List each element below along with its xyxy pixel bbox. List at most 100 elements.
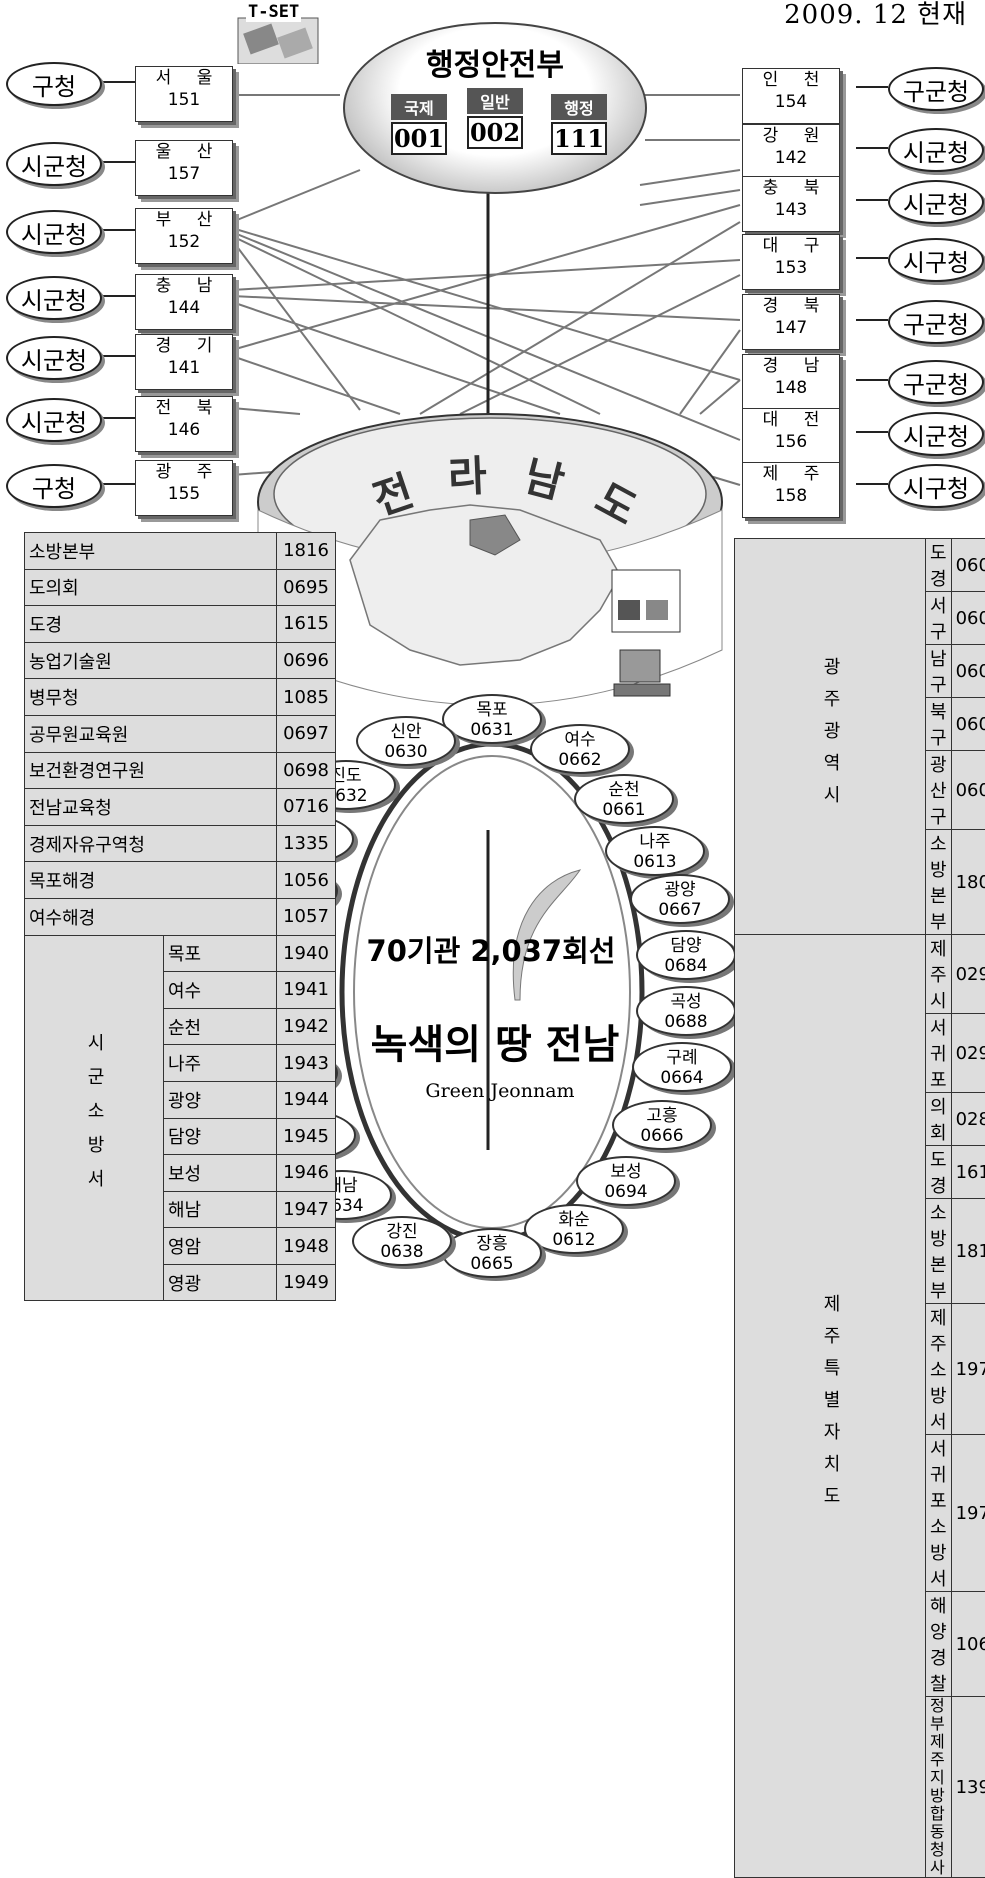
center-title: 70기관 2,037회선 xyxy=(336,928,646,970)
date-label: 2009. 12 현재 xyxy=(784,0,967,31)
region-name: 대 전 xyxy=(753,409,839,431)
row-name: 제주소방서 xyxy=(926,1304,952,1435)
row-code: 1942 xyxy=(277,1008,336,1045)
left-agency: 구청 xyxy=(6,464,102,508)
region-code: 141 xyxy=(136,357,232,379)
region-name: 충 남 xyxy=(146,275,232,297)
svg-text:전라남도: 전라남도 xyxy=(367,450,675,551)
row-code: 1057 xyxy=(277,898,336,935)
row-name: 순천 xyxy=(164,1008,277,1045)
hub-tab-admin: 행정 111 xyxy=(551,94,607,155)
row-name: 의회 xyxy=(926,1093,952,1146)
region-code: 154 xyxy=(743,91,839,113)
city-name: 구례 xyxy=(634,1048,730,1068)
region-name: 경 북 xyxy=(753,295,839,317)
region-code: 155 xyxy=(136,483,232,505)
row-code: 1335 xyxy=(277,825,336,862)
right-agency: 시군청 xyxy=(888,412,984,456)
row-code: 0602 xyxy=(951,592,985,645)
row-code: 1805 xyxy=(951,830,985,935)
slogan: 녹색의 땅 전남 xyxy=(370,1012,620,1070)
right-agency: 시구청 xyxy=(888,238,984,282)
hub-tab-label: 국제 xyxy=(391,94,447,120)
hub-tab-code: 002 xyxy=(467,116,523,149)
row-code: 1947 xyxy=(277,1191,336,1228)
city-name: 여수 xyxy=(532,730,628,750)
group-label: 시군소방서 xyxy=(25,935,164,1301)
row-name: 도경 xyxy=(926,539,952,592)
region-code: 144 xyxy=(136,297,232,319)
row-name: 도의회 xyxy=(25,569,277,606)
row-name: 병무청 xyxy=(25,679,277,716)
region-name: 전 북 xyxy=(146,397,232,419)
city-code: 0613 xyxy=(607,852,703,872)
hub-tab-label: 일반 xyxy=(467,88,523,114)
row-name: 광산구 xyxy=(926,751,952,830)
row-name: 소방본부 xyxy=(926,830,952,935)
row-code: 0603 xyxy=(951,645,985,698)
satellite-icon: T-SET xyxy=(232,4,324,64)
row-name: 전남교육청 xyxy=(25,789,277,826)
city-name: 나주 xyxy=(607,832,703,852)
row-name: 소방본부 xyxy=(25,533,277,570)
hub-tab-label: 행정 xyxy=(551,94,607,120)
row-code: 1946 xyxy=(277,1155,336,1192)
region-name: 부 산 xyxy=(146,209,232,231)
right-directory-table: 광주광역시도경0601 서구0602 남구0603 북구0604 광산구0605… xyxy=(734,538,985,1878)
row-name: 나주 xyxy=(164,1045,277,1082)
row-name: 도경 xyxy=(926,1146,952,1199)
right-agency: 시군청 xyxy=(888,180,984,224)
city-name: 장흥 xyxy=(444,1234,540,1254)
region-code: 148 xyxy=(743,377,839,399)
city-name: 목포 xyxy=(444,700,540,720)
map-label-text: 전라남도 xyxy=(367,450,675,551)
tset-label: T-SET xyxy=(246,2,301,22)
row-name: 여수 xyxy=(164,972,277,1009)
city-code: 0684 xyxy=(638,956,734,976)
region-name: 대 구 xyxy=(753,235,839,257)
jeonnam-map-label: 전라남도 xyxy=(300,450,690,570)
city-name: 신안 xyxy=(358,722,454,742)
row-name: 소방본부 xyxy=(926,1199,952,1304)
row-name: 경제자유구역청 xyxy=(25,825,277,862)
row-code: 0605 xyxy=(951,751,985,830)
right-agency: 구군청 xyxy=(888,360,984,404)
row-name: 영광 xyxy=(164,1264,277,1301)
region-name: 강 원 xyxy=(753,125,839,147)
row-code: 1948 xyxy=(277,1228,336,1265)
city-code: 0661 xyxy=(576,800,672,820)
row-code: 1943 xyxy=(277,1045,336,1082)
table-row: 제주특별자치도제주시0291 xyxy=(735,935,985,1014)
row-code: 0291 xyxy=(951,935,985,1014)
row-name: 해양경찰 xyxy=(926,1592,952,1697)
row-code: 1949 xyxy=(277,1264,336,1301)
row-code: 1944 xyxy=(277,1081,336,1118)
hub-tab-general: 일반 002 xyxy=(467,88,523,149)
row-code: 0604 xyxy=(951,698,985,751)
city-name: 보성 xyxy=(578,1162,674,1182)
region-code: 152 xyxy=(136,231,232,253)
row-code: 0696 xyxy=(277,642,336,679)
city-name: 고흥 xyxy=(614,1106,710,1126)
row-name: 남구 xyxy=(926,645,952,698)
right-agency: 구군청 xyxy=(888,67,984,111)
row-code: 0289 xyxy=(951,1093,985,1146)
